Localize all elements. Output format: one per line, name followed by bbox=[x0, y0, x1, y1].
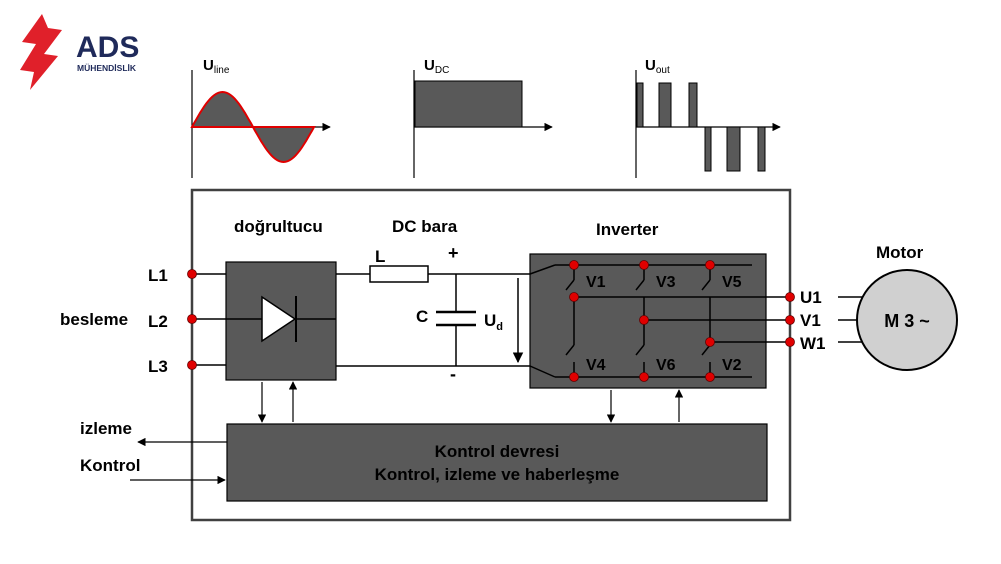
switch-v3: V3 bbox=[656, 274, 676, 291]
control-block bbox=[226, 423, 768, 502]
label-w1: W1 bbox=[800, 334, 826, 353]
ads-logo: ADS MÜHENDİSLİK bbox=[20, 14, 139, 90]
capacitor-icon bbox=[436, 310, 476, 327]
logo-brand: ADS bbox=[76, 31, 139, 64]
dc-bus-title: DC bara bbox=[392, 217, 458, 236]
label-l1: L1 bbox=[148, 266, 168, 285]
control-title: Kontrol devresi bbox=[435, 442, 560, 461]
switch-v5: V5 bbox=[722, 274, 742, 291]
switch-v4: V4 bbox=[586, 357, 606, 374]
control-subtitle: Kontrol, izleme ve haberleşme bbox=[375, 465, 620, 484]
inductor-label: L bbox=[375, 247, 385, 266]
ud-label: Ud bbox=[484, 311, 503, 333]
motor-label: M 3 ~ bbox=[884, 311, 930, 331]
vfd-frame bbox=[190, 188, 792, 522]
sine-wave bbox=[190, 90, 316, 164]
dc-plus: + bbox=[448, 243, 459, 263]
label-besleme: besleme bbox=[60, 310, 128, 329]
motor-leads bbox=[838, 296, 862, 343]
label-izleme: izleme bbox=[80, 419, 132, 438]
logo-bolt-icon bbox=[20, 14, 62, 90]
dc-bus-wires bbox=[336, 273, 530, 367]
pwm-pulses bbox=[636, 82, 766, 172]
uout-label: Uout bbox=[645, 57, 670, 76]
switch-v2: V2 bbox=[722, 357, 742, 374]
dc-level bbox=[414, 80, 523, 128]
input-wires bbox=[192, 273, 226, 366]
inverter-nodes bbox=[569, 260, 795, 382]
rectifier-title: doğrultucu bbox=[234, 217, 323, 236]
label-v1: V1 bbox=[800, 311, 821, 330]
node-l1 bbox=[187, 269, 197, 279]
switch-v1: V1 bbox=[586, 274, 606, 291]
motor-icon bbox=[856, 269, 958, 371]
control-arrows bbox=[130, 381, 684, 485]
udc-label: UDC bbox=[424, 57, 449, 76]
switch-v6: V6 bbox=[656, 357, 676, 374]
dc-minus: - bbox=[450, 364, 456, 384]
capacitor-label: C bbox=[416, 307, 428, 326]
label-l2: L2 bbox=[148, 312, 168, 331]
diode-icon bbox=[226, 295, 336, 343]
inductor-icon bbox=[369, 265, 429, 283]
node-l2 bbox=[187, 314, 197, 324]
label-kontrol: Kontrol bbox=[80, 456, 140, 475]
node-l3 bbox=[187, 360, 197, 370]
motor-title: Motor bbox=[876, 243, 924, 262]
uline-label: Uline bbox=[203, 57, 230, 76]
waveform-uout: Uout bbox=[635, 57, 781, 178]
waveform-uline: Uline bbox=[190, 57, 331, 178]
label-l3: L3 bbox=[148, 357, 168, 376]
logo-sub: MÜHENDİSLİK bbox=[77, 63, 137, 73]
label-u1: U1 bbox=[800, 288, 822, 307]
waveform-udc: UDC bbox=[413, 57, 553, 178]
inverter-title: Inverter bbox=[596, 220, 659, 239]
